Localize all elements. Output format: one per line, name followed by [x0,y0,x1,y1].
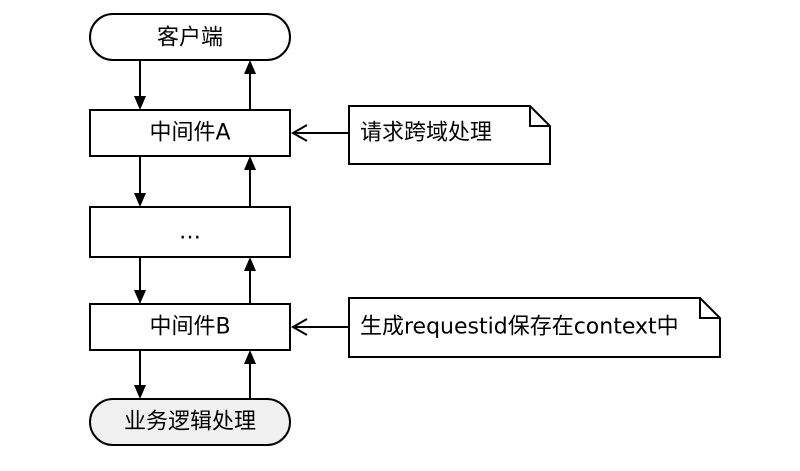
arrow-down-a-to-ellipsis [134,156,146,207]
note-b: 生成requestid保存在context中 [348,297,721,358]
business-node: 业务逻辑处理 [89,398,291,446]
middleware-a-node: 中间件A [89,109,291,157]
ellipsis-label: … [179,220,201,245]
response-arrows [244,60,256,399]
note-a-label: 请求跨域处理 [360,121,492,146]
arrow-up-b-to-ellipsis [244,257,256,304]
client-node: 客户端 [89,13,291,61]
ellipsis-node: … [89,206,291,258]
note-b-label: 生成requestid保存在context中 [360,315,679,340]
request-arrows [134,60,146,399]
middleware-a-label: 中间件A [149,121,230,146]
note-b-connector [290,318,349,336]
middleware-b-label: 中间件B [149,315,230,340]
arrow-up-a-to-client [244,60,256,110]
middleware-b-node: 中间件B [89,303,291,351]
arrow-down-b-to-business [134,350,146,399]
arrow-up-ellipsis-to-a [244,156,256,207]
note-a: 请求跨域处理 [348,105,551,165]
client-label: 客户端 [157,26,223,51]
business-label: 业务逻辑处理 [124,410,256,435]
note-a-connector [290,124,349,142]
arrow-up-business-to-b [244,350,256,399]
arrow-down-ellipsis-to-b [134,257,146,304]
arrow-down-client-to-a [134,60,146,110]
